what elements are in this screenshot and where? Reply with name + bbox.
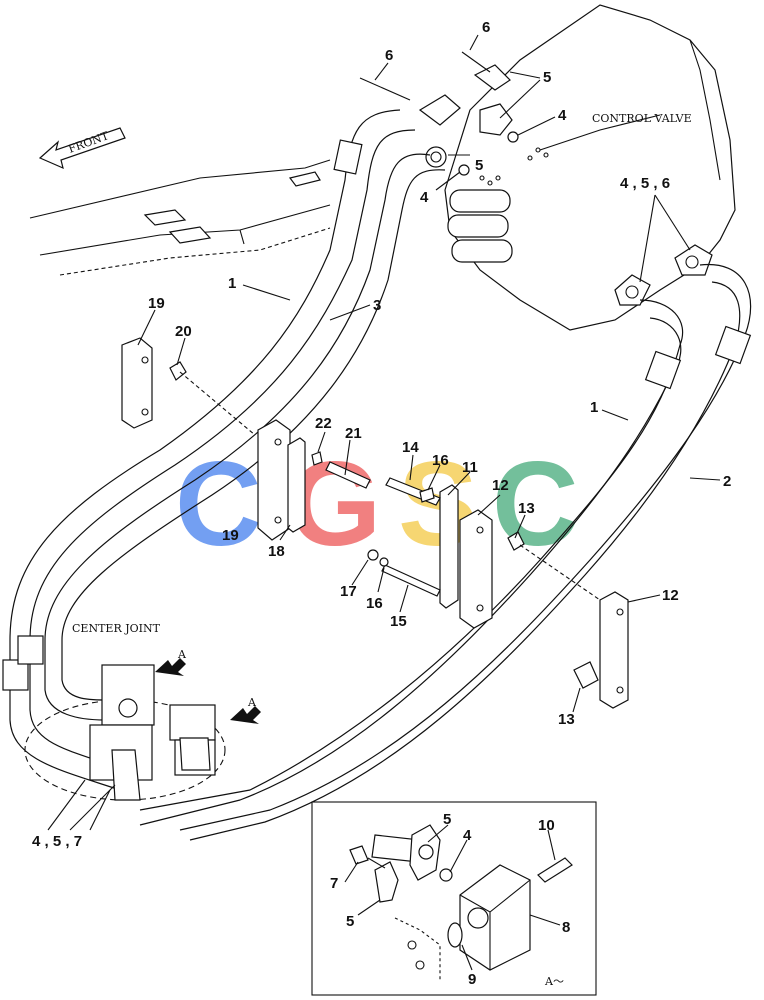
callout-20: 20 (175, 323, 192, 340)
watermark-letter-c2: C (492, 437, 579, 571)
callout-14: 14 (402, 439, 419, 456)
pipes-right (139, 263, 752, 841)
valve-bolt-holes (479, 147, 549, 186)
callout-16: 16 (366, 595, 383, 612)
callouts: 6 6 5 4 5 4 4 , 5 , 6 1 3 19 20 22 21 14… (32, 19, 731, 988)
detail-callout-7: 7 (330, 875, 338, 892)
watermark-letter-c1: C (175, 437, 262, 571)
detail-caption: A～ (544, 975, 564, 988)
detail-callout-8: 8 (562, 919, 570, 936)
callout-3: 3 (373, 297, 381, 314)
callout-1: 1 (590, 399, 598, 416)
callout-12: 12 (492, 477, 509, 494)
view-arrow-icon-right (230, 706, 261, 724)
view-arrow-icon (155, 658, 186, 676)
callout-19: 19 (148, 295, 165, 312)
callout-6: 6 (385, 47, 393, 64)
upper-frame (29, 159, 331, 276)
callout-11: 11 (462, 459, 478, 476)
upper-flanges (359, 51, 519, 176)
front-arrow: FRONT (38, 127, 126, 170)
watermark: C G S C (175, 437, 579, 571)
callout-16: 16 (432, 452, 449, 469)
callout-4: 4 (558, 107, 567, 124)
control-valve-label: CONTROL VALVE (592, 112, 692, 125)
clamp-assembly-right (367, 477, 601, 629)
detail-callout-4: 4 (463, 827, 472, 844)
callout-4-5-6: 4 , 5 , 6 (620, 175, 670, 192)
leader-lines (47, 34, 721, 971)
callout-2: 2 (723, 473, 731, 490)
view-a-right: A (247, 696, 257, 709)
callout-13: 13 (558, 711, 575, 728)
callout-4: 4 (420, 189, 429, 206)
detail-callout-5: 5 (443, 811, 451, 828)
detail-callout-9: 9 (468, 971, 476, 988)
center-joint: CENTER JOINT A A (24, 622, 261, 801)
center-joint-label: CENTER JOINT (72, 622, 161, 635)
callout-12: 12 (662, 587, 679, 604)
callout-1: 1 (228, 275, 236, 292)
callout-15: 15 (390, 613, 407, 630)
clamp-12-right (573, 591, 629, 709)
detail-callout-10: 10 (538, 817, 555, 834)
front-label: FRONT (67, 129, 111, 156)
pipes-left (2, 109, 446, 791)
detail-callout-5: 5 (346, 913, 354, 930)
right-flanges (614, 244, 713, 306)
callout-4-5-7: 4 , 5 , 7 (32, 833, 82, 850)
callout-6: 6 (482, 19, 490, 36)
callout-21: 21 (345, 425, 362, 442)
callout-13: 13 (518, 500, 535, 517)
callout-18: 18 (268, 543, 285, 560)
callout-19: 19 (222, 527, 239, 544)
view-a-top: A (177, 648, 187, 661)
clamp-assembly-center (257, 419, 371, 541)
callout-5: 5 (543, 69, 551, 86)
callout-22: 22 (315, 415, 332, 432)
callout-5: 5 (475, 157, 483, 174)
callout-17: 17 (340, 583, 357, 600)
clamp-19-upper (121, 337, 256, 436)
control-valve: CONTROL VALVE (444, 4, 736, 331)
